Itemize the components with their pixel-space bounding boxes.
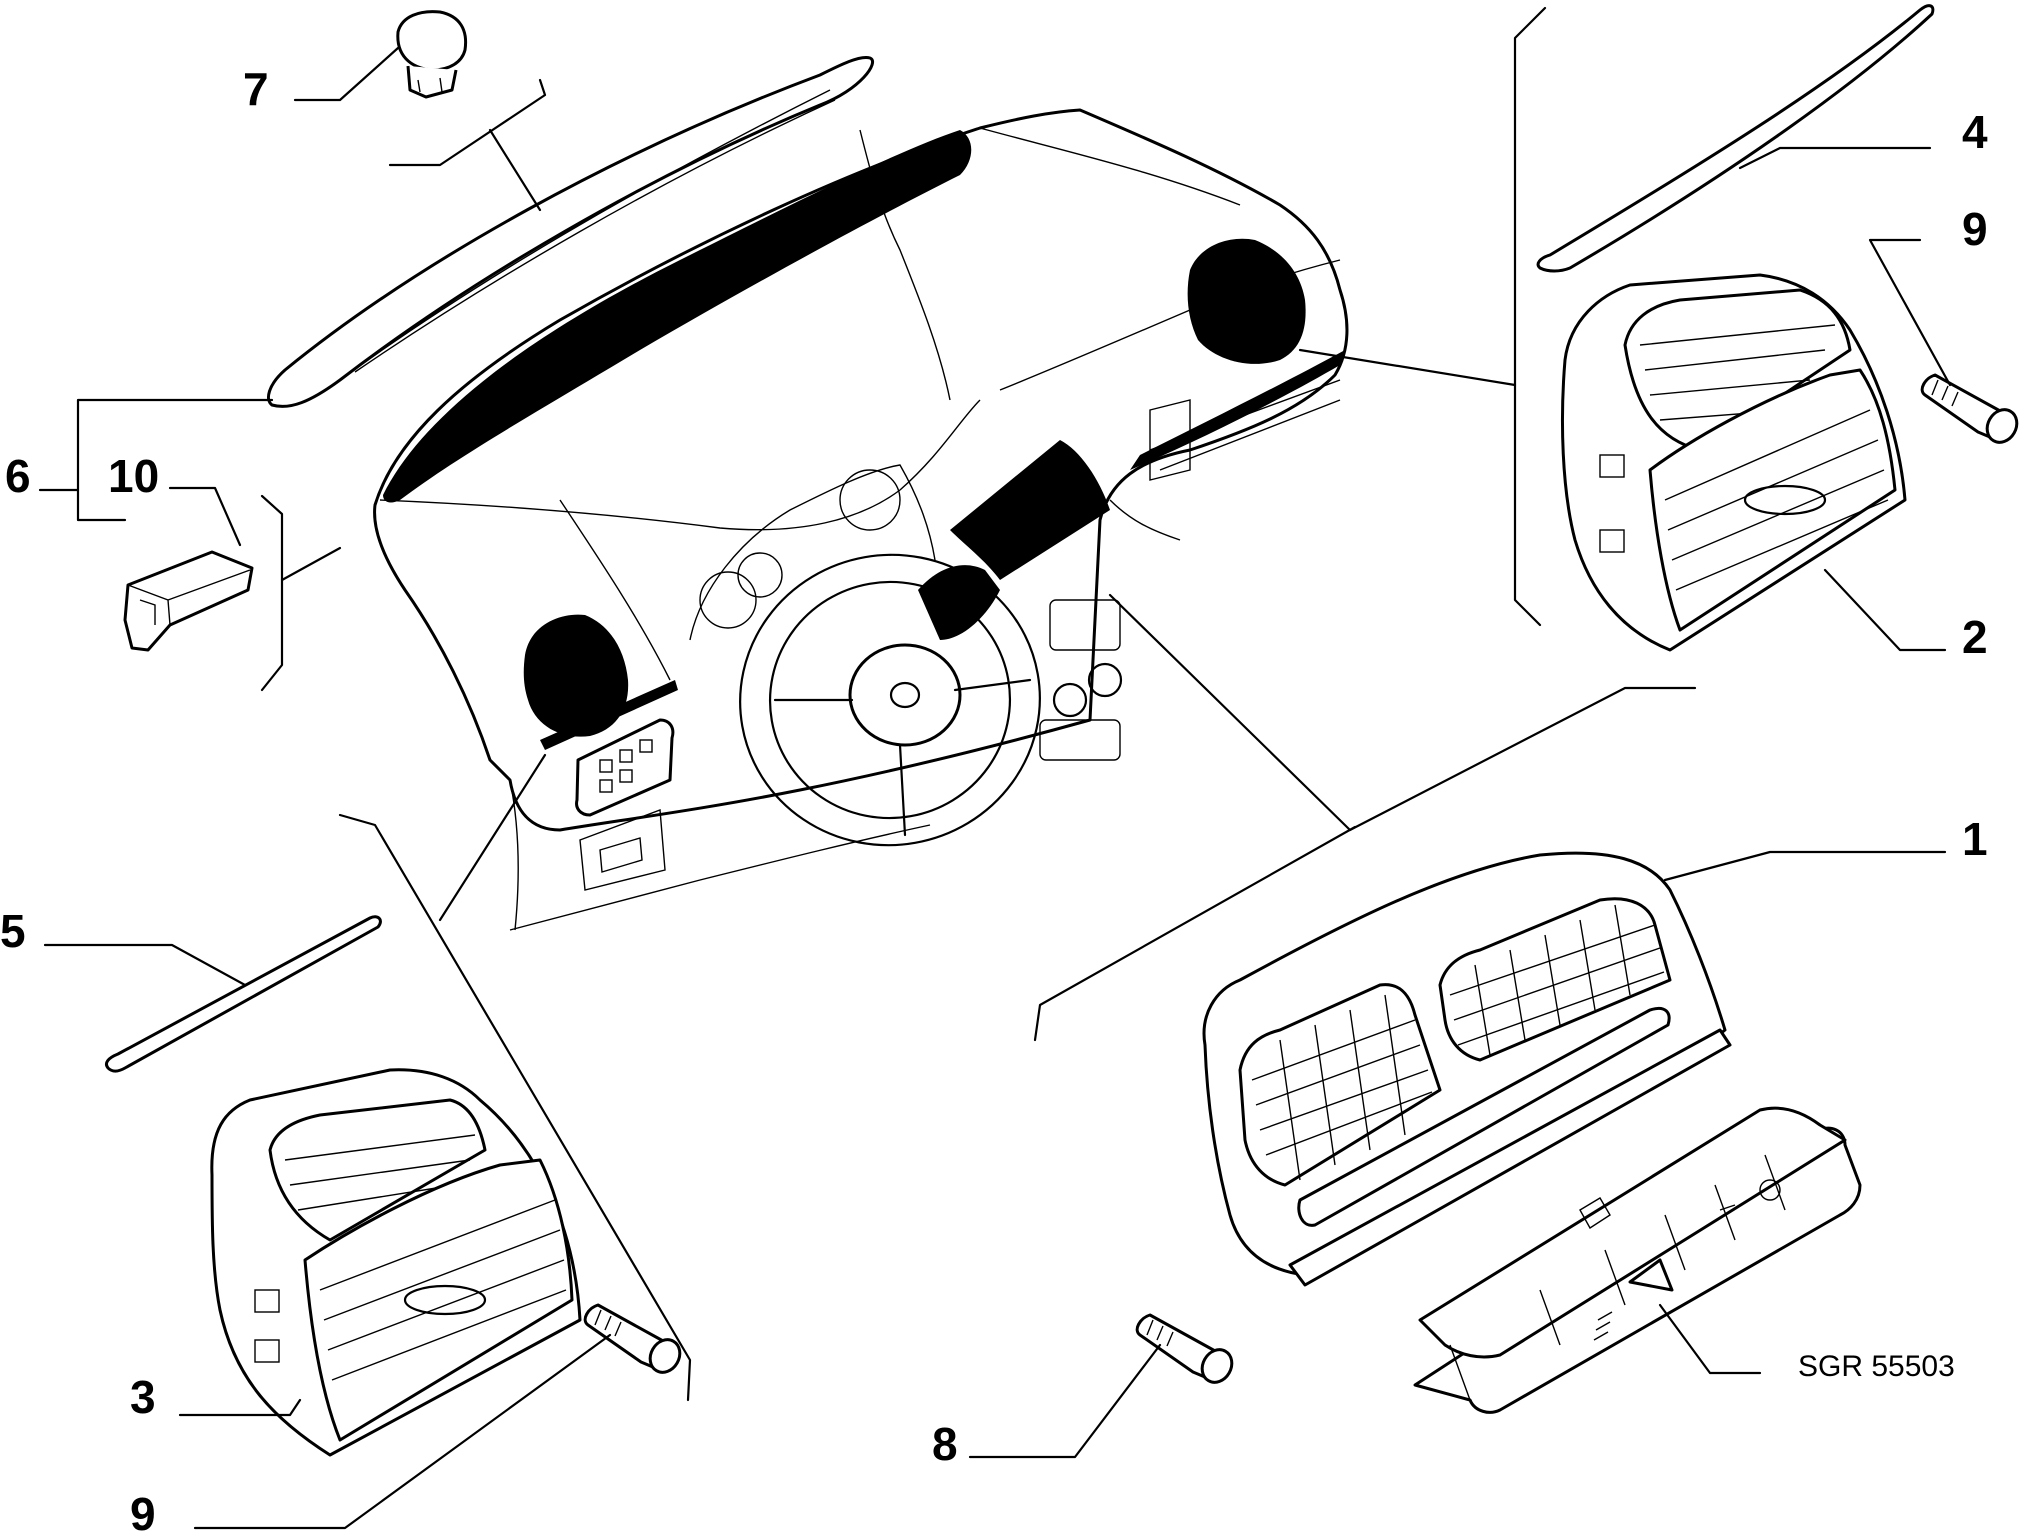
part-6-top-trim xyxy=(267,55,874,408)
callout-5: 5 xyxy=(0,905,26,957)
callout-1: 1 xyxy=(1962,813,1988,865)
part-10-bracket xyxy=(123,550,254,652)
reference-code: SGR 55503 xyxy=(1798,1350,1955,1383)
part-3-side-vent xyxy=(210,1068,582,1457)
part-4-trim-strip xyxy=(1536,4,1935,273)
callout-3: 3 xyxy=(130,1371,156,1423)
callout-6: 6 xyxy=(5,450,31,502)
callout-2: 2 xyxy=(1962,611,1988,663)
part-8-screw xyxy=(1135,1313,1234,1384)
callout-9-right: 9 xyxy=(1962,203,1988,255)
callout-8: 8 xyxy=(932,1418,958,1470)
callout-4: 4 xyxy=(1962,106,1988,158)
callout-10: 10 xyxy=(108,450,159,502)
part-2-side-vent xyxy=(1561,273,1907,652)
part-9-screw-left xyxy=(583,1303,682,1374)
callout-labels: 7 6 10 4 9 2 1 5 3 9 8 SGR 55503 xyxy=(0,63,1988,1533)
callout-7: 7 xyxy=(243,63,269,115)
leader-lines xyxy=(38,6,1952,1530)
switch-module xyxy=(1413,1106,1862,1414)
part-5-trim-strip xyxy=(104,915,382,1073)
part-1-center-vent xyxy=(1202,851,1732,1287)
part-7-clip xyxy=(396,10,468,99)
part-9-screw-right xyxy=(1920,373,2019,444)
dashboard-assembly xyxy=(373,108,1349,931)
callout-9-left: 9 xyxy=(130,1488,156,1533)
